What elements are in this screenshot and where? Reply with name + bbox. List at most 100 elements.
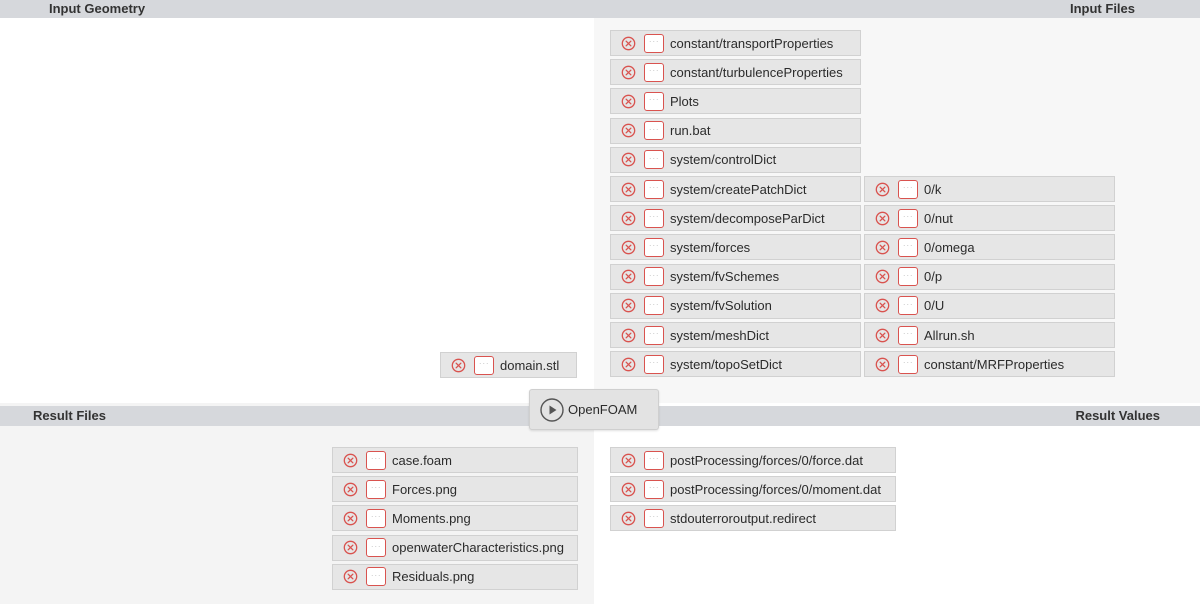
remove-circle-icon[interactable]: [621, 65, 636, 80]
remove-circle-icon[interactable]: [343, 453, 358, 468]
file-label: system/fvSolution: [670, 298, 772, 314]
result-files-panel: Result Files ···case.foam···Forces.png··…: [0, 403, 594, 604]
remove-circle-icon[interactable]: [875, 182, 890, 197]
result-files-header: Result Files: [0, 406, 594, 426]
file-item: ··· stdouterroroutput.redirect: [610, 505, 896, 532]
browse-file-button[interactable]: ···: [644, 450, 664, 470]
file-label: 0/omega: [924, 239, 975, 255]
browse-file-button[interactable]: ···: [644, 237, 664, 257]
browse-file-button[interactable]: ···: [366, 508, 386, 528]
file-label: system/createPatchDict: [670, 181, 807, 197]
ellipsis-icon: ···: [648, 65, 660, 76]
remove-circle-icon[interactable]: [621, 357, 636, 372]
remove-circle-icon[interactable]: [621, 269, 636, 284]
browse-file-button[interactable]: ···: [644, 91, 664, 111]
remove-circle-icon[interactable]: [621, 182, 636, 197]
remove-circle-icon[interactable]: [621, 298, 636, 313]
browse-file-button[interactable]: ···: [644, 150, 664, 170]
ellipsis-icon: ···: [902, 328, 914, 338]
ellipsis-icon: ···: [902, 269, 914, 280]
remove-circle-icon[interactable]: [343, 540, 358, 555]
ellipsis-icon: ···: [648, 357, 660, 368]
ellipsis-icon: ···: [902, 211, 914, 222]
run-button-label: OpenFOAM: [568, 402, 638, 417]
file-item: ··· system/topoSetDict: [610, 351, 861, 378]
remove-circle-icon[interactable]: [875, 298, 890, 313]
ellipsis-icon: ···: [648, 328, 660, 338]
result-files-title: Result Files: [33, 408, 106, 423]
browse-file-button[interactable]: ···: [898, 325, 918, 345]
browse-file-button[interactable]: ···: [366, 538, 386, 558]
remove-circle-icon[interactable]: [875, 269, 890, 284]
remove-circle-icon[interactable]: [621, 36, 636, 51]
ellipsis-icon: ···: [902, 298, 914, 309]
remove-circle-icon[interactable]: [875, 211, 890, 226]
remove-circle-icon[interactable]: [875, 240, 890, 255]
browse-file-button[interactable]: ···: [644, 508, 664, 528]
browse-file-button[interactable]: ···: [366, 479, 386, 499]
file-label: system/forces: [670, 239, 751, 255]
remove-circle-icon[interactable]: [621, 511, 636, 526]
remove-circle-icon[interactable]: [875, 357, 890, 372]
remove-circle-icon[interactable]: [343, 482, 358, 497]
file-label: system/fvSchemes: [670, 269, 780, 285]
browse-file-button[interactable]: ···: [644, 33, 664, 53]
browse-file-button[interactable]: ···: [898, 354, 918, 374]
browse-file-button[interactable]: ···: [644, 267, 664, 287]
file-item: ··· Moments.png: [332, 505, 578, 532]
file-item: ···0/k: [864, 176, 1115, 202]
input-geometry-panel: Input Geometry ···domain.stl: [0, 0, 594, 403]
ellipsis-icon: ···: [648, 36, 660, 46]
browse-file-button[interactable]: ···: [366, 450, 386, 470]
browse-file-button[interactable]: ···: [644, 479, 664, 499]
browse-file-button[interactable]: ···: [644, 62, 664, 82]
file-label: 0/p: [924, 269, 943, 285]
remove-circle-icon[interactable]: [343, 511, 358, 526]
remove-circle-icon[interactable]: [343, 569, 358, 584]
browse-file-button[interactable]: ···: [898, 237, 918, 257]
file-item: ···constant/transportProperties: [610, 30, 861, 56]
file-item: ···system/controlDict: [610, 146, 861, 173]
ellipsis-icon: ···: [648, 211, 660, 222]
ellipsis-icon: ···: [648, 482, 660, 493]
run-openfoam-button[interactable]: OpenFOAM: [529, 389, 659, 430]
file-label: Moments.png: [392, 510, 471, 526]
remove-circle-icon[interactable]: [621, 152, 636, 167]
file-item: ···constant/turbulenceProperties: [610, 59, 861, 86]
ellipsis-icon: ···: [648, 152, 660, 163]
browse-file-button[interactable]: ···: [644, 296, 664, 316]
remove-circle-icon[interactable]: [621, 123, 636, 138]
file-item: ···Forces.png: [332, 476, 578, 503]
ellipsis-icon: ···: [478, 358, 490, 368]
browse-file-button[interactable]: ···: [474, 355, 494, 375]
browse-file-button[interactable]: ···: [898, 179, 918, 199]
browse-file-button[interactable]: ···: [644, 121, 664, 141]
remove-circle-icon[interactable]: [875, 328, 890, 343]
remove-circle-icon[interactable]: [621, 240, 636, 255]
file-label: constant/MRFProperties: [924, 356, 1065, 372]
file-item: ···Plots: [610, 88, 861, 115]
browse-file-button[interactable]: ···: [366, 567, 386, 587]
file-item: ···0/nut: [864, 205, 1115, 232]
file-label: case.foam: [392, 452, 452, 468]
ellipsis-icon: ···: [902, 357, 914, 368]
file-item: ··· system/forces: [610, 234, 861, 261]
remove-circle-icon[interactable]: [621, 328, 636, 343]
input-geometry-header: Input Geometry: [0, 0, 594, 18]
file-label: stdouterroroutput.redirect: [670, 510, 816, 526]
remove-circle-icon[interactable]: [451, 358, 466, 373]
browse-file-button[interactable]: ···: [898, 208, 918, 228]
file-label: system/topoSetDict: [670, 356, 782, 372]
browse-file-button[interactable]: ···: [644, 325, 664, 345]
browse-file-button[interactable]: ···: [644, 354, 664, 374]
browse-file-button[interactable]: ···: [898, 267, 918, 287]
remove-circle-icon[interactable]: [621, 482, 636, 497]
remove-circle-icon[interactable]: [621, 453, 636, 468]
remove-circle-icon[interactable]: [621, 94, 636, 109]
remove-circle-icon[interactable]: [621, 211, 636, 226]
browse-file-button[interactable]: ···: [898, 296, 918, 316]
file-item: ··· system/createPatchDict: [610, 176, 861, 202]
browse-file-button[interactable]: ···: [644, 208, 664, 228]
browse-file-button[interactable]: ···: [644, 179, 664, 199]
ellipsis-icon: ···: [648, 182, 660, 192]
